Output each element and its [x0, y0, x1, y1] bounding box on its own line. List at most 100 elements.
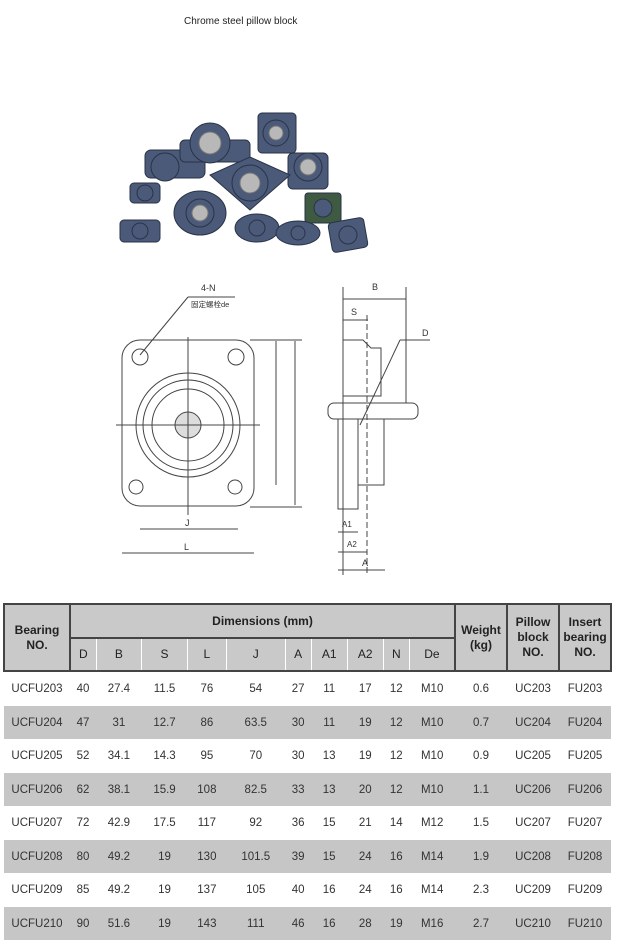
table-cell: 40	[70, 671, 96, 706]
table-cell: 12	[383, 706, 409, 740]
table-cell: 27.4	[96, 671, 142, 706]
header-l: L	[187, 638, 226, 671]
header-a: A	[285, 638, 311, 671]
table-cell: FU210	[559, 907, 611, 940]
table-cell: 111	[226, 907, 285, 940]
technical-drawing: 4-N 固定螺栓de B S D J L A1 A2 A	[100, 275, 440, 585]
table-cell: 16	[311, 907, 347, 940]
table-cell: FU205	[559, 739, 611, 773]
table-cell: 13	[311, 739, 347, 773]
table-cell: 15.9	[142, 773, 188, 807]
table-cell: 63.5	[226, 706, 285, 740]
table-cell: 14	[383, 806, 409, 840]
dim-b: B	[372, 282, 378, 292]
table-cell: UC209	[507, 873, 559, 907]
table-cell: 76	[187, 671, 226, 706]
page-title: Chrome steel pillow block	[184, 16, 297, 27]
table-cell: 16	[383, 840, 409, 874]
table-cell: 19	[142, 840, 188, 874]
dim-j: J	[185, 518, 190, 528]
header-bearing: Bearing NO.	[4, 604, 70, 671]
table-cell: 20	[347, 773, 383, 807]
dim-d: D	[422, 328, 429, 338]
header-d: D	[70, 638, 96, 671]
table-cell: 21	[347, 806, 383, 840]
table-cell: 82.5	[226, 773, 285, 807]
table-cell: M10	[409, 739, 455, 773]
table-cell: 80	[70, 840, 96, 874]
table-cell: UCFU205	[4, 739, 70, 773]
table-cell: 36	[285, 806, 311, 840]
table-cell: FU206	[559, 773, 611, 807]
table-cell: 11	[311, 706, 347, 740]
table-cell: UC206	[507, 773, 559, 807]
table-cell: 30	[285, 739, 311, 773]
table-cell: 49.2	[96, 840, 142, 874]
table-cell: M10	[409, 706, 455, 740]
table-cell: 51.6	[96, 907, 142, 940]
header-dimensions: Dimensions (mm)	[70, 604, 455, 638]
table-cell: M10	[409, 671, 455, 706]
table-cell: 28	[347, 907, 383, 940]
table-cell: UC210	[507, 907, 559, 940]
table-cell: 39	[285, 840, 311, 874]
header-weight: Weight (kg)	[455, 604, 507, 671]
table-cell: 1.5	[455, 806, 507, 840]
table-cell: 19	[142, 907, 188, 940]
table-cell: UC207	[507, 806, 559, 840]
table-cell: 42.9	[96, 806, 142, 840]
header-a2: A2	[347, 638, 383, 671]
table-cell: 15	[311, 806, 347, 840]
table-cell: 130	[187, 840, 226, 874]
table-cell: 24	[347, 873, 383, 907]
table-cell: UCFU204	[4, 706, 70, 740]
table-cell: FU207	[559, 806, 611, 840]
table-cell: M12	[409, 806, 455, 840]
label-4n: 4-N	[201, 283, 216, 293]
table-cell: 0.7	[455, 706, 507, 740]
table-cell: 0.9	[455, 739, 507, 773]
table-cell: 95	[187, 739, 226, 773]
table-cell: 19	[142, 873, 188, 907]
table-cell: UCFU208	[4, 840, 70, 874]
table-cell: 1.9	[455, 840, 507, 874]
table-cell: 40	[285, 873, 311, 907]
table-cell: 38.1	[96, 773, 142, 807]
table-cell: 15	[311, 840, 347, 874]
table-cell: 72	[70, 806, 96, 840]
table-cell: 12	[383, 773, 409, 807]
table-cell: 24	[347, 840, 383, 874]
pillow-blocks-photo	[110, 105, 380, 255]
table-cell: 11.5	[142, 671, 188, 706]
header-insert: Insert bearing NO.	[559, 604, 611, 671]
table-cell: 19	[347, 706, 383, 740]
table-cell: UCFU207	[4, 806, 70, 840]
table-cell: UC208	[507, 840, 559, 874]
header-j: J	[226, 638, 285, 671]
table-cell: 2.3	[455, 873, 507, 907]
dimensions-table: Bearing NO. Dimensions (mm) Weight (kg) …	[3, 603, 612, 940]
table-cell: FU209	[559, 873, 611, 907]
table-cell: FU203	[559, 671, 611, 706]
table-cell: 137	[187, 873, 226, 907]
table-cell: 1.1	[455, 773, 507, 807]
table-cell: M14	[409, 873, 455, 907]
dim-a: A	[362, 558, 368, 568]
table-cell: 108	[187, 773, 226, 807]
table-cell: UC205	[507, 739, 559, 773]
table-cell: 33	[285, 773, 311, 807]
table-cell: 85	[70, 873, 96, 907]
table-cell: UCFU206	[4, 773, 70, 807]
table-cell: 46	[285, 907, 311, 940]
header-pillow: Pillow block NO.	[507, 604, 559, 671]
table-cell: 143	[187, 907, 226, 940]
table-cell: 49.2	[96, 873, 142, 907]
table-cell: 101.5	[226, 840, 285, 874]
table-cell: 34.1	[96, 739, 142, 773]
